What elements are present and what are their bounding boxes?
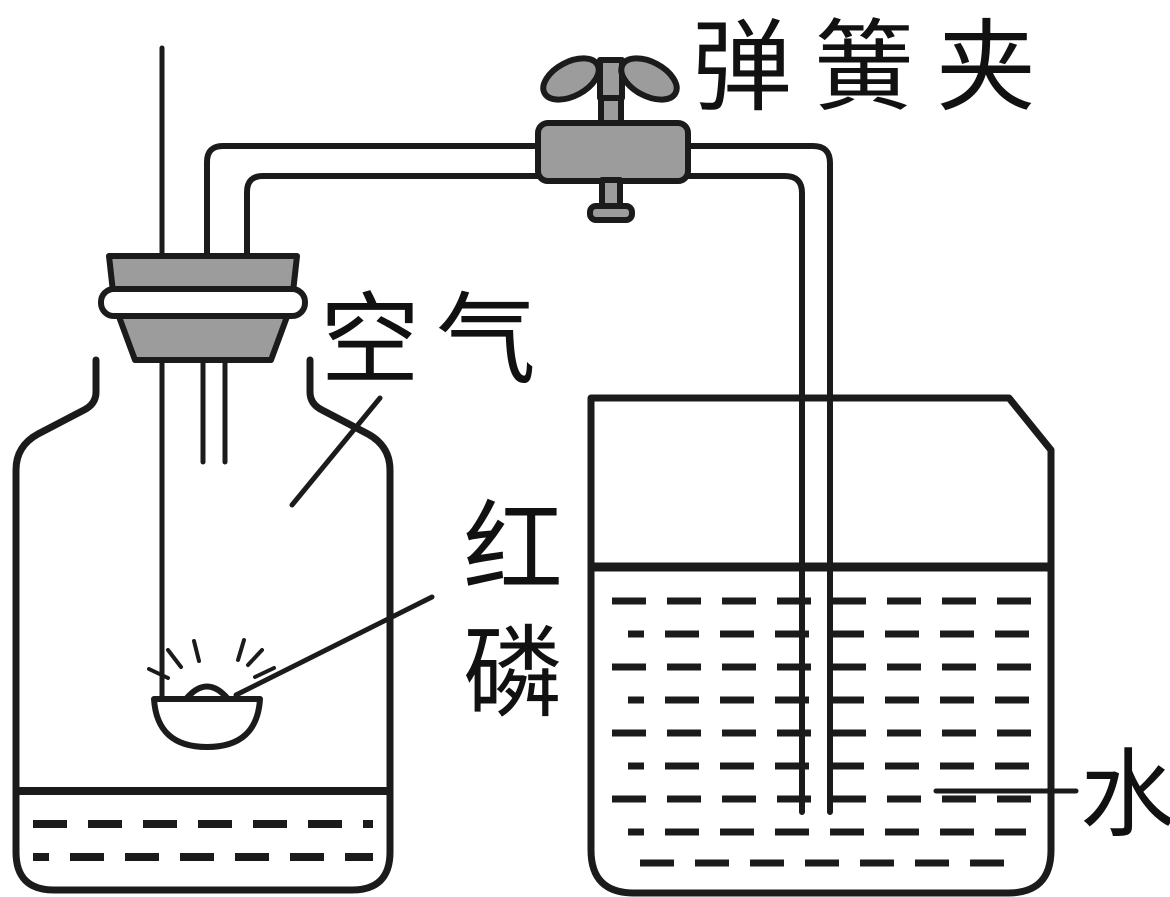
spring-clamp	[535, 55, 691, 223]
clamp-wing-right	[618, 55, 680, 103]
clamp-wing-left	[540, 55, 602, 103]
stopper-lower-cone	[115, 311, 291, 363]
connecting-tube	[204, 143, 833, 815]
rubber-stopper	[98, 253, 308, 363]
beaker-outline	[587, 394, 1055, 897]
beaker	[587, 394, 1055, 897]
leader-lines	[233, 395, 1079, 794]
clamp-foot	[587, 203, 635, 223]
air-leader-line	[289, 395, 383, 508]
red-phosphorus-leader-line	[233, 594, 435, 698]
stopper-ring	[98, 286, 308, 319]
inner-tube-tip	[200, 357, 228, 465]
spark-lines	[147, 638, 276, 680]
red-phosphorus-label-char2: 磷	[463, 615, 563, 732]
air-label: 空气	[320, 282, 552, 399]
text-labels: 弹簧夹 空气 红 磷 水	[320, 9, 1170, 851]
water-label: 水	[1080, 739, 1170, 851]
bottle-outline	[12, 356, 394, 894]
tube-inner-wall	[244, 173, 805, 815]
combustion-spoon-bowl	[151, 696, 263, 750]
clamp-body	[535, 120, 691, 184]
spring-clamp-label: 弹簧夹	[692, 9, 1058, 126]
tube-outer-wall	[204, 143, 833, 815]
gas-collecting-bottle	[12, 45, 394, 894]
bottle-water-dashes	[33, 820, 373, 861]
clamp-wing-center	[597, 57, 625, 101]
red-phosphorus-label-char1: 红	[463, 490, 563, 607]
red-phosphorus-mound	[183, 683, 231, 702]
beaker-water-dashes	[612, 597, 1032, 867]
